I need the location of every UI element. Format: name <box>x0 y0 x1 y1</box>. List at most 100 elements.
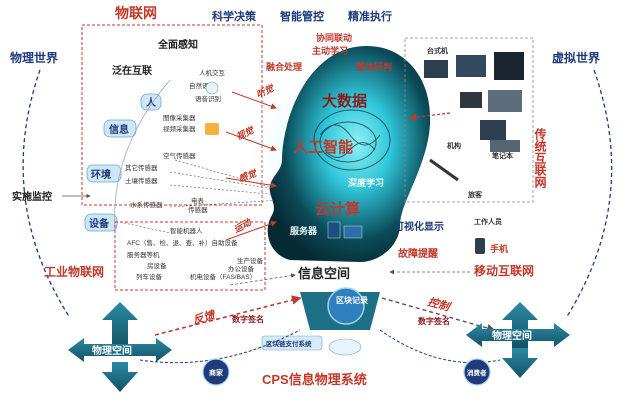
header-phrase-1: 科学决策 <box>212 9 257 23</box>
desktop-label: 台式机 <box>427 46 448 55</box>
fault-alert-label: 故障提醒 <box>398 247 438 260</box>
device-meter: 电表 <box>191 196 205 205</box>
institution-label: 机构 <box>447 141 461 150</box>
device-room-eq: 房设备 <box>147 261 167 270</box>
device-air: 空气传感器 <box>163 151 196 160</box>
block-record-circle <box>327 287 365 325</box>
device-video: 视频采集器 <box>163 124 196 133</box>
device-server-eq: 服务器等机 <box>127 250 160 259</box>
server-label: 服务器 <box>290 225 318 236</box>
consumer-circle <box>463 358 491 386</box>
feedback-label: 反馈 <box>191 308 218 327</box>
device-other-sensor: 其它传感器 <box>125 163 158 172</box>
camera-icon <box>205 123 219 135</box>
bottom-right-arc <box>379 329 501 364</box>
visual-display-label: 可视化显示 <box>394 220 444 233</box>
staff-label: 工作人员 <box>474 217 502 226</box>
control-label: 控制 <box>426 295 453 314</box>
bottom-left-arc <box>139 329 301 364</box>
device-cluster-box <box>404 37 534 203</box>
chart-icon <box>494 52 524 80</box>
screen-icon <box>488 90 522 112</box>
badge-environment-label: 环境 <box>91 168 111 181</box>
monitoring-label: 实施监控 <box>12 190 52 203</box>
head-silhouette <box>267 45 431 262</box>
right-to-head-arrow <box>408 112 451 122</box>
device-water: 水系传感器 <box>130 200 163 209</box>
device-mech-eq: 机电设备（FAS/BAS） <box>190 272 256 281</box>
device-image: 图像采集器 <box>163 113 196 122</box>
phone-icon <box>475 238 485 254</box>
server-icon <box>327 221 341 239</box>
mobile-internet-label: 移动互联网 <box>474 263 534 278</box>
merchant-circle <box>202 358 230 386</box>
badge-device-label: 设备 <box>89 217 110 230</box>
station-icon <box>429 158 459 182</box>
ubiquitous-label: 泛在互联 <box>112 64 152 77</box>
consumer-label: 消费者 <box>467 368 487 377</box>
blockchain-pay-banner <box>261 335 323 351</box>
digital-sign-left: 数字签名 <box>232 314 264 324</box>
header-phrase-2: 智能管控 <box>280 9 324 23</box>
collab-label: 协同联动 <box>316 32 352 43</box>
device-train-eq: 列车设备 <box>136 272 163 281</box>
desktop-icon <box>424 60 448 78</box>
digital-sign-right: 数字签名 <box>418 316 450 326</box>
device-afc: AFC（售、检、退、查、补）自助设备 <box>127 238 238 247</box>
dashboard-icon <box>456 55 486 77</box>
traditional-internet-label: 传统互联网 <box>533 127 547 189</box>
control-arrow <box>381 297 496 333</box>
header-phrase-3: 精准执行 <box>348 9 392 23</box>
ai-label: 人工智能 <box>293 138 353 156</box>
big-data-label: 大数据 <box>322 92 367 110</box>
nlp-icon <box>205 81 219 95</box>
device-prod-eq: 生产设备 <box>237 256 264 265</box>
device-nlp: 自然语言 <box>189 81 216 90</box>
block-record-label: 区块记录 <box>336 295 368 305</box>
full-perception-label: 全面感知 <box>157 38 198 51</box>
cps-title: CPS信息物理系统 <box>262 372 367 387</box>
device-sensor: 传感器 <box>188 205 208 214</box>
left-outer-arc <box>22 69 71 319</box>
badge-person-label: 人 <box>146 96 157 109</box>
fusion-label: 融合处理 <box>266 61 302 72</box>
blockchain-pay-label: 区块链支付系统 <box>266 339 312 348</box>
right-physical-arrow: 物理空间 <box>466 302 570 378</box>
physical-space-right-label: 物理空间 <box>492 329 532 342</box>
traditional-internet-text: 传统互联网 <box>533 127 547 189</box>
virtual-world-label: 虚拟世界 <box>552 50 600 65</box>
device-office-eq: 办公设备 <box>228 264 255 273</box>
overall-label: 整体研判 <box>355 61 392 72</box>
left-physical-arrow: 物理空间 <box>68 302 172 392</box>
pc-icon <box>480 120 506 140</box>
cloud-icon <box>328 338 362 356</box>
badge-info: 信息 <box>103 119 137 138</box>
badge-info-label: 信息 <box>109 123 129 136</box>
cloud-computing-label: 云计算 <box>315 200 360 218</box>
info-space-label: 信息空间 <box>298 266 350 281</box>
laptop-label: 笔记本 <box>492 151 513 160</box>
device-robot: 智能机器人 <box>170 226 203 235</box>
brain-icon <box>313 109 391 171</box>
monitor-icon <box>343 225 363 239</box>
industrial-box <box>114 221 266 291</box>
badge-curve <box>114 79 171 231</box>
industrial-iot-label: 工业物联网 <box>44 264 104 279</box>
badge-device: 设备 <box>84 213 118 232</box>
phone-label: 手机 <box>490 243 508 254</box>
passenger-label: 旅客 <box>467 190 483 199</box>
active-label: 主动学习 <box>312 45 348 56</box>
left-info-arrow <box>229 273 296 286</box>
right-outer-arc <box>565 69 613 319</box>
physical-world-label: 物理世界 <box>10 50 58 65</box>
feedback-arrow <box>154 295 302 336</box>
badge-person: 人 <box>140 93 162 111</box>
physical-space-left-label: 物理空间 <box>92 344 132 357</box>
device-speech: 语音识别 <box>195 94 221 103</box>
badge-environment: 环境 <box>86 164 122 183</box>
iot-title: 物联网 <box>115 5 157 21</box>
merchant-label: 商家 <box>209 368 224 377</box>
deep-learning-label: 深度学习 <box>348 177 384 188</box>
laptop-icon <box>490 140 520 152</box>
